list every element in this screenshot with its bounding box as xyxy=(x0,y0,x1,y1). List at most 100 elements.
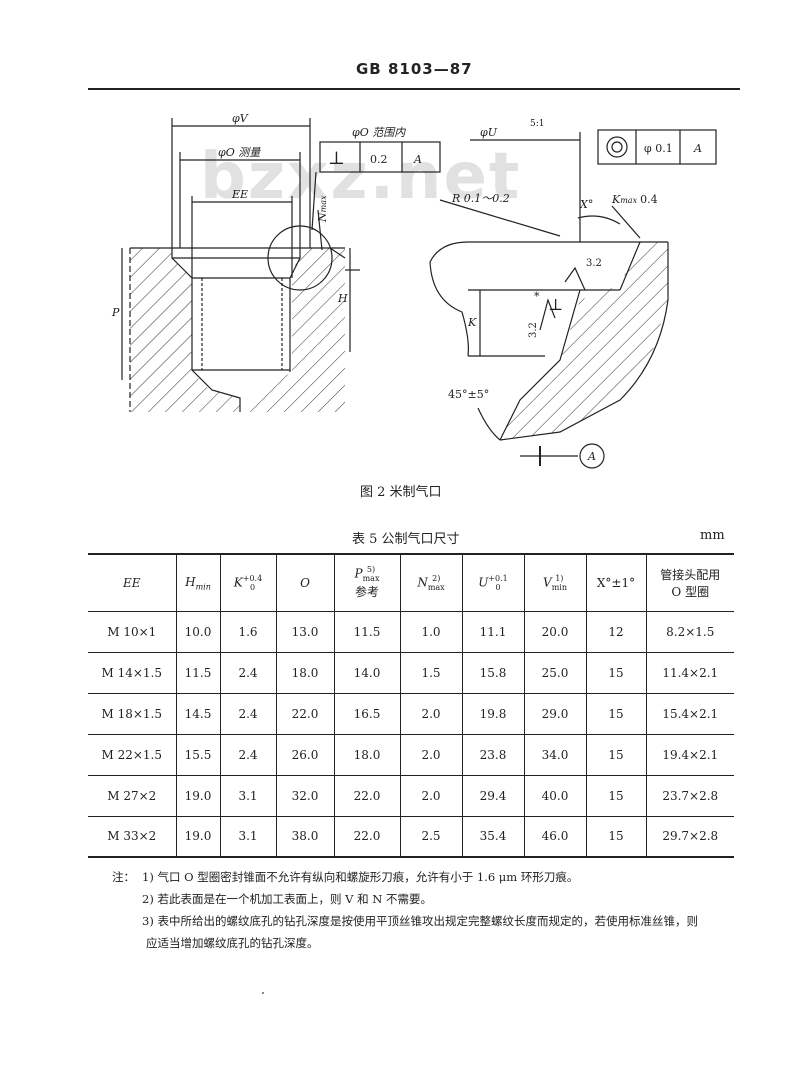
label-phi-u: φU xyxy=(480,126,498,139)
cell-oring: 8.2×1.5 xyxy=(645,610,734,653)
label-datum-a-right: A xyxy=(693,142,702,155)
label-scale: 5:1 xyxy=(530,119,544,129)
cell-v-min: 29.0 xyxy=(523,692,587,735)
header-h-min: Hmin xyxy=(175,553,221,612)
cell-k: 2.4 xyxy=(219,733,277,776)
cell-v-min: 40.0 xyxy=(523,774,587,817)
cell-ee: M 27×2 xyxy=(88,774,177,817)
cell-x: 12 xyxy=(585,610,647,653)
cell-oring: 29.7×2.8 xyxy=(645,815,734,858)
note-1: 注：1) 气口 O 型圈密封锥面不允许有纵向和螺旋形刀痕，允许有小于 1.6 μ… xyxy=(112,866,752,888)
cell-x: 15 xyxy=(585,692,647,735)
cell-o: 38.0 xyxy=(275,815,335,858)
cell-x: 15 xyxy=(585,733,647,776)
label-k: K xyxy=(467,316,477,329)
cell-ee: M 10×1 xyxy=(88,610,177,653)
cell-n-max: 2.5 xyxy=(399,815,463,858)
cell-n-max: 1.5 xyxy=(399,651,463,694)
right-body-section xyxy=(500,242,668,440)
cell-v-min: 34.0 xyxy=(523,733,587,776)
label-tol-02: 0.2 xyxy=(370,153,388,166)
left-body-section-b xyxy=(248,248,345,412)
cell-o: 18.0 xyxy=(275,651,335,694)
cell-k: 3.1 xyxy=(219,815,277,858)
cell-u: 29.4 xyxy=(461,774,525,817)
cell-k: 2.4 xyxy=(219,692,277,735)
cell-o: 22.0 xyxy=(275,692,335,735)
header-o: O xyxy=(275,553,335,612)
cell-n-max: 1.0 xyxy=(399,610,463,653)
header-rule xyxy=(88,88,740,90)
label-n-max: Nmax xyxy=(316,195,329,223)
cell-x: 15 xyxy=(585,815,647,858)
label-r-range: R 0.1～0.2 xyxy=(451,192,510,205)
cell-u: 35.4 xyxy=(461,815,525,858)
cell-oring: 11.4×2.1 xyxy=(645,651,734,694)
cell-p-max: 16.5 xyxy=(333,692,401,735)
cell-p-max: 22.0 xyxy=(333,774,401,817)
cell-u: 11.1 xyxy=(461,610,525,653)
label-datum-a-left: A xyxy=(413,153,422,166)
scan-speck xyxy=(262,992,264,994)
notes-label: 注： xyxy=(112,870,135,884)
cell-k: 3.1 xyxy=(219,774,277,817)
cell-u: 19.8 xyxy=(461,692,525,735)
cell-o: 26.0 xyxy=(275,733,335,776)
note-2: 2) 若此表面是在一个机加工表面上，则 V 和 N 不需要。 xyxy=(142,892,432,906)
label-h: H xyxy=(337,292,348,305)
label-roughness-side: 3.2 xyxy=(528,322,539,338)
cell-p-max: 11.5 xyxy=(333,610,401,653)
label-conc-tol: φ 0.1 xyxy=(644,142,673,155)
label-p: P xyxy=(111,306,120,319)
label-perp-right: ⊥ xyxy=(548,295,563,314)
label-datum-a-circle: A xyxy=(587,450,596,463)
cell-h-min: 19.0 xyxy=(175,774,221,817)
cell-h-min: 11.5 xyxy=(175,651,221,694)
cell-v-min: 25.0 xyxy=(523,651,587,694)
table-caption: 表 5 公制气口尺寸 xyxy=(352,532,460,547)
cell-ee: M 14×1.5 xyxy=(88,651,177,694)
label-perp: ⊥ xyxy=(328,148,345,169)
table-notes: 注：1) 气口 O 型圈密封锥面不允许有纵向和螺旋形刀痕，允许有小于 1.6 μ… xyxy=(112,866,752,954)
cell-x: 15 xyxy=(585,774,647,817)
label-phi-o-range: φO 范围内 xyxy=(352,126,406,139)
standard-number: GB 8103—87 xyxy=(356,60,473,78)
cell-p-max: 18.0 xyxy=(333,733,401,776)
cell-n-max: 2.0 xyxy=(399,692,463,735)
cell-h-min: 14.5 xyxy=(175,692,221,735)
cell-ee: M 33×2 xyxy=(88,815,177,858)
cell-x: 15 xyxy=(585,651,647,694)
cell-o: 13.0 xyxy=(275,610,335,653)
cell-v-min: 20.0 xyxy=(523,610,587,653)
label-phi-o-measure: φO 测量 xyxy=(218,146,261,159)
label-x-deg: X° xyxy=(579,198,593,211)
cell-n-max: 2.0 xyxy=(399,774,463,817)
figure-caption: 图 2 米制气口 xyxy=(360,485,442,500)
label-star: * xyxy=(534,290,540,303)
cell-oring: 15.4×2.1 xyxy=(645,692,734,735)
cell-h-min: 19.0 xyxy=(175,815,221,858)
note-3-continued: 应适当增加螺纹底孔的钻孔深度。 xyxy=(146,936,319,950)
cell-h-min: 10.0 xyxy=(175,610,221,653)
left-body-section-a xyxy=(130,248,240,412)
cell-oring: 23.7×2.8 xyxy=(645,774,734,817)
note-3: 3) 表中所给出的螺纹底孔的钻孔深度是按使用平顶丝锥攻出规定完整螺纹长度而规定的… xyxy=(142,914,698,928)
cell-n-max: 2.0 xyxy=(399,733,463,776)
cell-p-max: 22.0 xyxy=(333,815,401,858)
label-roughness-top: 3.2 xyxy=(586,258,602,269)
port-drawing: φV φO 测量 EE Nmax P H φO 范围内 ⊥ 0.2 A 5:1 … xyxy=(111,112,717,469)
table-unit: mm xyxy=(700,528,725,543)
